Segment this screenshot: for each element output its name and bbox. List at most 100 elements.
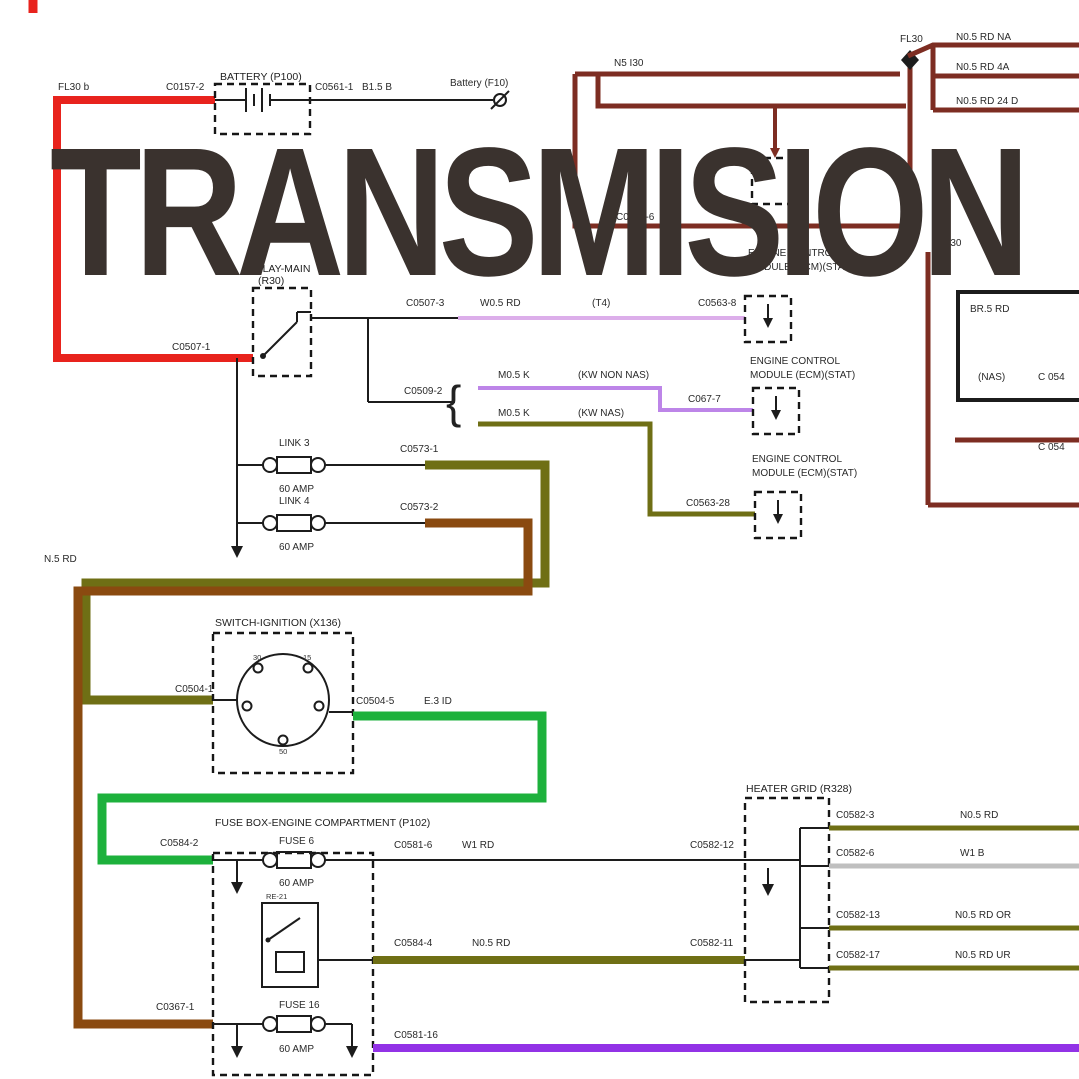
label-c0582-13: C0582-13 xyxy=(836,910,880,921)
ecm-box-3 xyxy=(753,490,803,540)
relay-title-2: (R30) xyxy=(258,275,284,287)
label-fuse6: FUSE 6 xyxy=(279,836,314,847)
transmision-overlay-title: TRANSMISION xyxy=(50,109,1030,314)
relay-box xyxy=(251,286,313,378)
label-c0560-6: C0560-6 xyxy=(616,212,655,223)
ignition-title: SWITCH-IGNITION (X136) xyxy=(215,617,341,629)
label-br5rd: BR.5 RD xyxy=(970,304,1009,315)
label-nas: (NAS) xyxy=(978,372,1005,383)
label-fl30: FL30 xyxy=(900,34,923,45)
fusible-links xyxy=(231,358,425,558)
label-rd-na-1: N0.5 RD NA xyxy=(956,32,1011,43)
label-arrow-n5: N5 I30 xyxy=(932,238,962,249)
label-c0504-5: C0504-5 xyxy=(356,696,395,707)
fusebox-title: FUSE BOX-ENGINE COMPARTMENT (P102) xyxy=(215,817,430,829)
arrow-down-icon xyxy=(231,882,243,894)
arrow-down-icon xyxy=(231,546,243,558)
label-link3: LINK 3 xyxy=(279,438,310,449)
label-c0582-12: C0582-12 xyxy=(690,840,734,851)
label-c0581-6: C0581-6 xyxy=(394,840,433,851)
ecm2-label-1: ENGINE CONTROL xyxy=(750,356,840,367)
maroon-harness xyxy=(572,42,1079,508)
label-c0582-3: C0582-3 xyxy=(836,810,875,821)
label-c0563-28: C0563-28 xyxy=(686,498,730,509)
label-ground: Battery (F10) xyxy=(450,78,508,89)
fusebox-feed-wire-brown xyxy=(73,518,533,1029)
label-c0509-2: C0509-2 xyxy=(404,386,443,397)
label-heater-w13: N0.5 RD OR xyxy=(955,910,1011,921)
terminal-30: 30 xyxy=(253,653,261,662)
label-fuse6-amp: 60 AMP xyxy=(279,878,314,889)
heater-title: HEATER GRID (R328) xyxy=(746,783,852,795)
label-re21: RE-21 xyxy=(266,892,287,901)
label-c0504-1: C0504-1 xyxy=(175,684,214,695)
arrow-down-icon xyxy=(770,148,780,158)
label-heater-w3: N0.5 RD xyxy=(960,810,998,821)
arrow-down-icon xyxy=(904,244,916,256)
label-m05k-dn: M0.5 K xyxy=(498,408,530,419)
label-n5rd-feed: N.5 RD xyxy=(44,554,77,565)
label-link3-amp: 60 AMP xyxy=(279,484,314,495)
ecm-box-1 xyxy=(743,294,793,344)
label-n05rd: N0.5 RD xyxy=(472,938,510,949)
label-c0367-1: C0367-1 xyxy=(156,1002,195,1013)
label-link4-amp: 60 AMP xyxy=(279,542,314,553)
battery-feed-wire-red xyxy=(28,0,253,362)
ignition-feed-wire-olive xyxy=(81,460,550,705)
label-c0507-3: C0507-3 xyxy=(406,298,445,309)
ecm2-label-2: MODULE (ECM)(STAT) xyxy=(750,370,855,381)
label-rd-na-2: N0.5 RD 4A xyxy=(956,62,1010,73)
label-fuse16-amp: 60 AMP xyxy=(279,1044,314,1055)
label-c0573-1: C0573-1 xyxy=(400,444,439,455)
label-c0581-16: C0581-16 xyxy=(394,1030,438,1041)
label-w1rd: W1 RD xyxy=(462,840,494,851)
label-c0582-6: C0582-6 xyxy=(836,848,875,859)
nas-inner-wire-black xyxy=(956,290,1079,402)
arrow-down-icon xyxy=(771,410,781,420)
label-c0561-1: C0561-1 xyxy=(315,82,354,93)
ecm3-label-2: MODULE (ECM)(STAT) xyxy=(752,468,857,479)
label-heater-w17: N0.5 RD UR xyxy=(955,950,1011,961)
label-c0582-11: C0582-11 xyxy=(690,938,734,949)
label-battery-wire-out: B1.5 B xyxy=(362,82,392,93)
arrow-down-icon xyxy=(346,1046,358,1058)
relay-output-wires xyxy=(311,316,755,517)
label-kw-nas: (KW NAS) xyxy=(578,408,624,419)
heater-relay-box xyxy=(261,902,319,988)
label-m05k-up: M0.5 K xyxy=(498,370,530,381)
arrow-down-icon xyxy=(763,318,773,328)
label-c0507-1: C0507-1 xyxy=(172,342,211,353)
ground-icon xyxy=(490,90,510,110)
brace-icon: { xyxy=(446,376,461,428)
battery-box xyxy=(213,82,312,136)
label-c054-b: C 054 xyxy=(1038,442,1065,453)
label-c054-a: C 054 xyxy=(1038,372,1065,383)
label-fuse16: FUSE 16 xyxy=(279,1000,320,1011)
arrow-down-icon xyxy=(773,514,783,524)
arrow-down-icon xyxy=(231,1046,243,1058)
hidden-module-box xyxy=(750,156,800,206)
battery-out-wire xyxy=(310,90,510,110)
label-link4: LINK 4 xyxy=(279,496,310,507)
terminal-15: 15 xyxy=(303,653,311,662)
ecm3-label-1: ENGINE CONTROL xyxy=(752,454,842,465)
label-c067-7: C067-7 xyxy=(688,394,721,405)
label-heater-w6: W1 B xyxy=(960,848,985,859)
ignition-switch-box xyxy=(211,631,355,775)
label-c0582-17: C0582-17 xyxy=(836,950,880,961)
heater-output-wires xyxy=(829,825,1079,971)
ecm1-label-2: MODULE (ECM)(STAT) xyxy=(748,262,853,273)
label-c0584-4: C0584-4 xyxy=(394,938,433,949)
battery-title: BATTERY (P100) xyxy=(220,71,302,83)
ecm1-label-1: ENGINE CONTROL xyxy=(748,248,838,259)
label-c0573-2: C0573-2 xyxy=(400,502,439,513)
label-c0584-2: C0584-2 xyxy=(160,838,199,849)
label-c0157-2: C0157-2 xyxy=(166,82,205,93)
heater-grid-box xyxy=(743,796,831,1004)
label-w05rd: W0.5 RD xyxy=(480,298,521,309)
label-e3id: E.3 ID xyxy=(424,696,452,707)
arrow-down-icon xyxy=(762,884,774,896)
label-rd-24d: N0.5 RD 24 D xyxy=(956,96,1018,107)
